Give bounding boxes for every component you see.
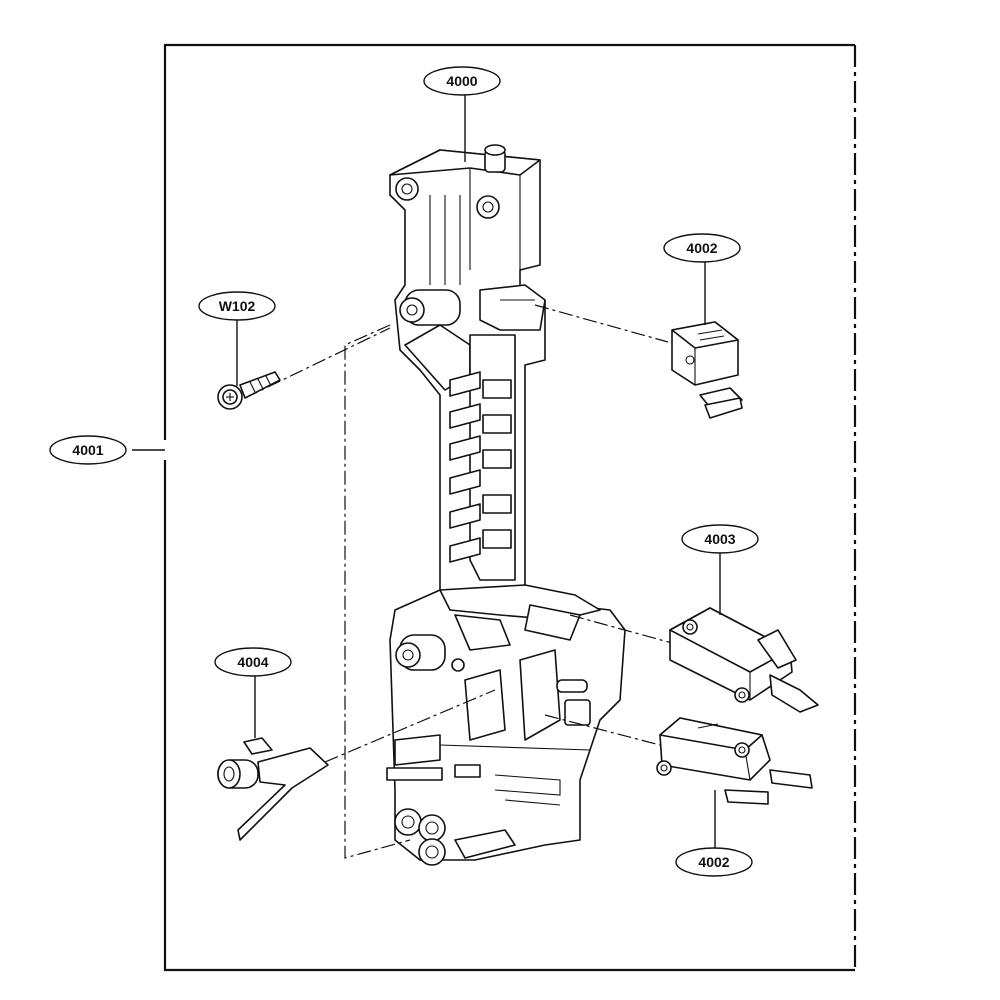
- callout-4002-bottom: 4002: [675, 847, 753, 877]
- micro-switch-4002-bottom: [656, 717, 813, 848]
- svg-text:4001: 4001: [72, 442, 103, 458]
- callout-4001: 4001: [49, 435, 127, 465]
- svg-text:4000: 4000: [446, 73, 477, 89]
- latch-board-4000: [386, 144, 626, 866]
- svg-text:4002: 4002: [686, 240, 717, 256]
- screw-w102: [217, 320, 281, 410]
- micro-switch-4002-top: [671, 262, 743, 419]
- ladder-ribs: [449, 371, 512, 563]
- svg-text:4004: 4004: [237, 654, 268, 670]
- assembly-reference-lines: [244, 304, 673, 859]
- callout-4004: 4004: [214, 647, 292, 677]
- lever-4004: [217, 676, 329, 841]
- callout-w102: W102: [198, 291, 276, 321]
- svg-text:4002: 4002: [698, 854, 729, 870]
- callout-4003: 4003: [681, 524, 759, 554]
- callout-4002-top: 4002: [663, 233, 741, 263]
- assembly-frame-border: [163, 43, 857, 972]
- micro-switch-4003: [669, 552, 819, 713]
- callout-4000: 4000: [423, 66, 501, 96]
- svg-text:W102: W102: [219, 298, 256, 314]
- svg-text:4003: 4003: [704, 531, 735, 547]
